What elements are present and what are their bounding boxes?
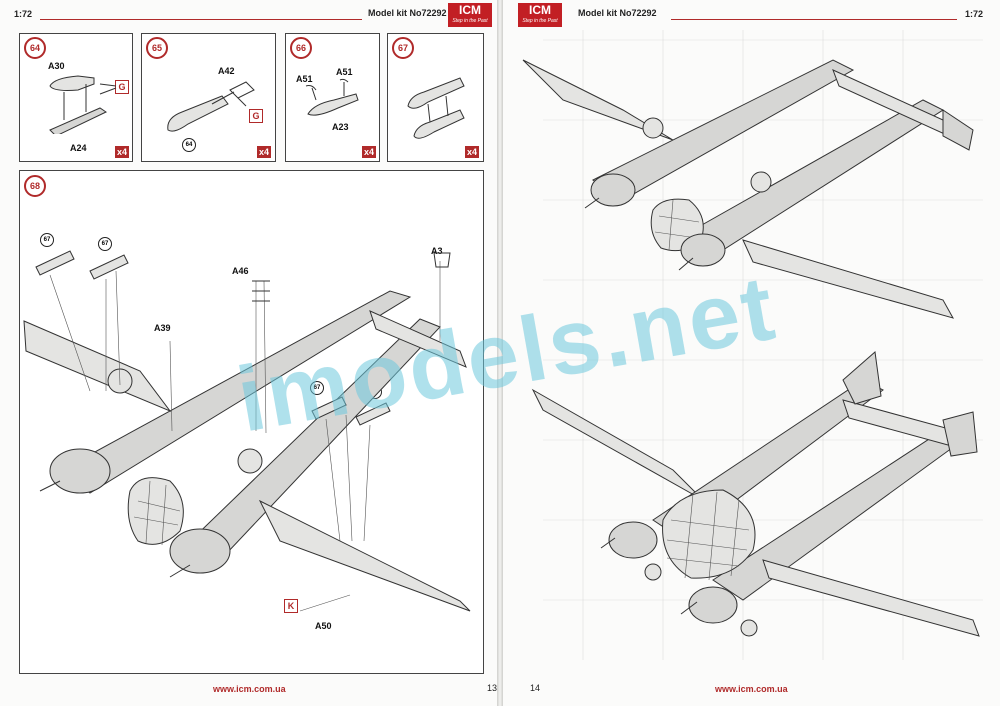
bomb-rack-drawing [49, 75, 117, 134]
sprue-k-badge: K [284, 599, 298, 613]
step-65-panel: 65 A42 G 64 x4 [141, 33, 276, 162]
step-number: 65 [146, 37, 168, 59]
step-64-panel: 64 A30 G A24 x4 [19, 33, 133, 162]
footer-url[interactable]: www.icm.com.ua [213, 684, 286, 694]
step-reference-67-b: 67 [98, 237, 112, 251]
bomb-assembly-drawing [407, 77, 465, 139]
sprue-g-badge: G [249, 109, 263, 123]
part-label-a51-right: A51 [336, 67, 353, 77]
aircraft-assembly-drawing [23, 250, 471, 612]
step-number: 64 [24, 37, 46, 59]
bomb-fin-drawing [305, 78, 359, 116]
step-number: 66 [290, 37, 312, 59]
page-scale: 1:72 [965, 9, 984, 19]
page-gutter [497, 0, 503, 706]
part-label-a3: A3 [431, 246, 443, 256]
part-label-a30: A30 [48, 61, 65, 71]
quantity-badge: x4 [115, 146, 130, 158]
quantity-badge: x4 [362, 146, 377, 158]
quantity-badge: x4 [465, 146, 480, 158]
sprue-g-badge: G [115, 80, 129, 94]
footer-url[interactable]: www.icm.com.ua [715, 684, 788, 694]
header-rule [40, 19, 362, 20]
quantity-badge: x4 [257, 146, 272, 158]
model-kit-number: Model kit No72292 [368, 8, 447, 18]
step-reference-64: 64 [182, 138, 196, 152]
step-67-panel: 67 x4 [387, 33, 484, 162]
step-68-panel: 68 A3 A46 A39 A50 K 67 67 67 67 [19, 170, 484, 674]
step-number: 68 [24, 175, 46, 197]
aircraft-views-drawing [522, 30, 983, 660]
header-rule [671, 19, 957, 20]
page-number: 13 [487, 683, 498, 693]
model-kit-number: Model kit No72292 [578, 8, 657, 18]
step-number: 67 [392, 37, 414, 59]
page-scale: 1:72 [14, 9, 33, 19]
part-label-a51-left: A51 [296, 74, 313, 84]
part-label-a39: A39 [154, 323, 171, 333]
part-label-a50: A50 [315, 621, 332, 631]
part-label-a46: A46 [232, 266, 249, 276]
part-label-a23: A23 [332, 122, 349, 132]
step-reference-67-c: 67 [310, 381, 324, 395]
part-label-a24: A24 [70, 143, 87, 153]
part-label-a42: A42 [218, 66, 235, 76]
bomb-drawing [167, 81, 255, 132]
page-number: 14 [530, 683, 541, 693]
step-reference-67-a: 67 [40, 233, 54, 247]
step-66-panel: 66 A51 A51 A23 x4 [285, 33, 380, 162]
